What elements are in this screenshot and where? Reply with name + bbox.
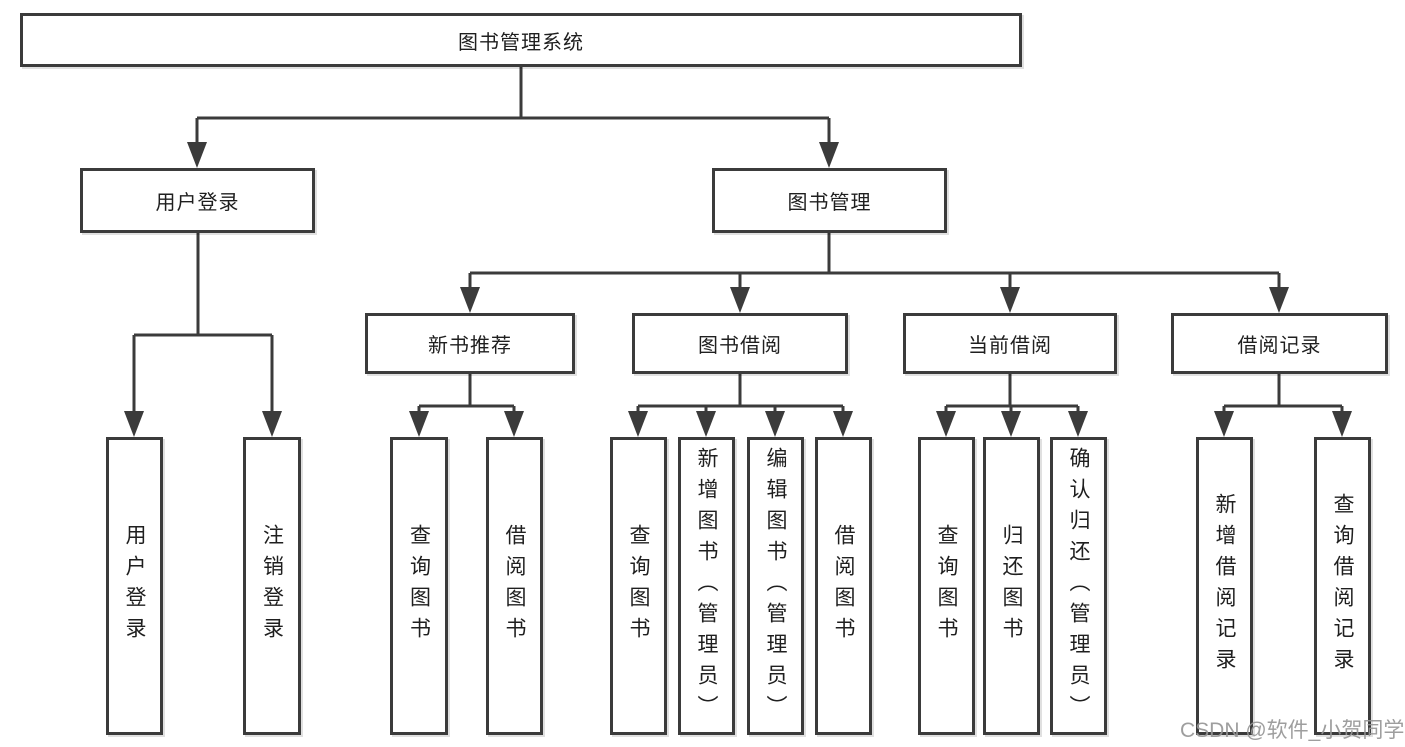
- node-book-management: 图书管理: [712, 168, 947, 233]
- leaf-logout: 注销登录: [243, 437, 301, 735]
- leaf-borrow-book: 借阅图书: [815, 437, 872, 735]
- leaf-add-borrow-record: 新增借阅记录: [1196, 437, 1253, 735]
- leaf-query-book-recommend: 查询图书: [390, 437, 448, 735]
- arrowhead-icons: [124, 142, 1352, 437]
- node-borrowing-records: 借阅记录: [1171, 313, 1388, 374]
- leaf-return-book: 归还图书: [983, 437, 1040, 735]
- leaf-query-borrow-record: 查询借阅记录: [1314, 437, 1371, 735]
- leaf-confirm-return-admin: 确认归还（管理员）: [1050, 437, 1107, 735]
- node-library-management-system: 图书管理系统: [20, 13, 1022, 67]
- leaf-edit-book-admin: 编辑图书（管理员）: [747, 437, 804, 735]
- csdn-watermark: CSDN @软件_小贺同学: [1180, 719, 1405, 742]
- leaf-add-book-admin: 新增图书（管理员）: [678, 437, 735, 735]
- leaf-borrow-book-recommend: 借阅图书: [486, 437, 543, 735]
- node-book-borrowing: 图书借阅: [632, 313, 848, 374]
- leaf-query-book-borrowing: 查询图书: [610, 437, 667, 735]
- node-new-book-recommend: 新书推荐: [365, 313, 575, 374]
- node-current-borrowing: 当前借阅: [903, 313, 1117, 374]
- leaf-user-login: 用户登录: [106, 437, 163, 735]
- leaf-query-book-current: 查询图书: [918, 437, 975, 735]
- node-user-login: 用户登录: [80, 168, 315, 233]
